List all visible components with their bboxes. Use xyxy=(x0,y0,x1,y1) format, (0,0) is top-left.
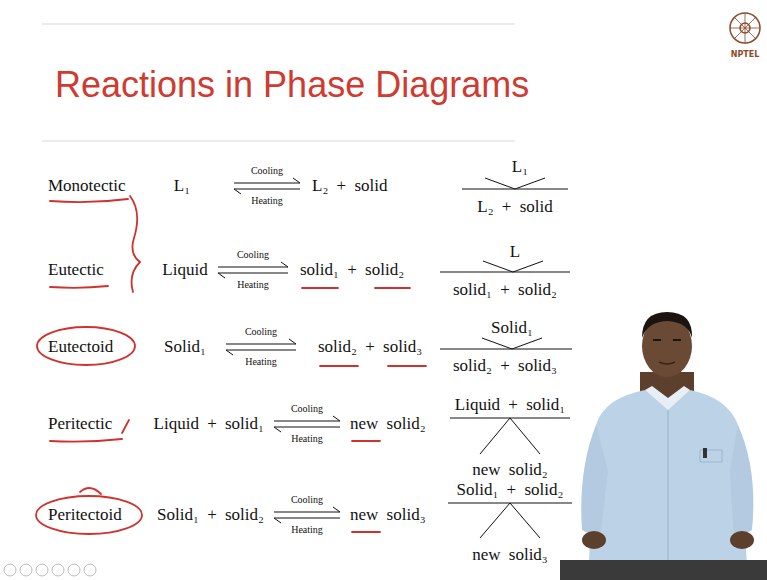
product: new solid₂ xyxy=(350,414,426,434)
arrow-label: Heating xyxy=(237,279,269,291)
reaction-schematics xyxy=(440,178,572,538)
arrow-label: Heating xyxy=(291,524,323,536)
arrow-label: Cooling xyxy=(237,249,269,261)
product: L₂ + solid xyxy=(312,176,387,196)
reactant: Liquid xyxy=(162,260,207,280)
product: new solid₃ xyxy=(350,505,426,525)
schematic-bottom: L₂ + solid xyxy=(477,197,552,217)
reactant: Liquid + solid₁ xyxy=(154,414,264,434)
reactant: Solid₁ xyxy=(164,337,206,357)
schematic-bottom: new solid₂ xyxy=(472,460,548,480)
product: solid₁ + solid₂ xyxy=(300,260,404,280)
slide-title: Reactions in Phase Diagrams xyxy=(55,64,529,105)
arrow-label: Cooling xyxy=(291,494,323,506)
reactant: L₁ xyxy=(174,176,190,196)
logo-emblem xyxy=(730,13,760,43)
reaction-name: Eutectoid xyxy=(48,337,113,357)
lecturer-figure xyxy=(560,312,767,580)
arrow-label: Cooling xyxy=(251,165,283,177)
arrow-label: Heating xyxy=(291,433,323,445)
schematic-top: L₁ xyxy=(512,157,528,177)
handwritten-marks xyxy=(36,196,426,534)
reaction-name: Monotectic xyxy=(48,176,125,196)
schematic-top: L xyxy=(510,242,520,262)
product: solid₂ + solid₃ xyxy=(318,337,422,357)
reaction-name: Peritectic xyxy=(48,414,112,434)
schematic-bottom: solid₁ + solid₂ xyxy=(453,280,557,300)
schematic-bottom: solid₂ + solid₃ xyxy=(453,356,557,376)
arrow-label: Heating xyxy=(245,356,277,368)
arrow-label: Cooling xyxy=(245,326,277,338)
schematic-top: Solid₁ xyxy=(491,318,533,338)
reaction-name: Peritectoid xyxy=(48,505,122,525)
arrow-label: Heating xyxy=(251,195,283,207)
reaction-name: Eutectic xyxy=(48,260,104,280)
reactant: Solid₁ + solid₂ xyxy=(157,505,264,525)
schematic-top: Solid₁ + solid₂ xyxy=(457,480,564,500)
nav-icons xyxy=(4,564,96,576)
logo-text: NPTEL xyxy=(731,50,760,59)
schematic-top: Liquid + solid₁ xyxy=(455,395,565,415)
schematic-bottom: new solid₃ xyxy=(472,545,548,565)
arrow-label: Cooling xyxy=(291,403,323,415)
